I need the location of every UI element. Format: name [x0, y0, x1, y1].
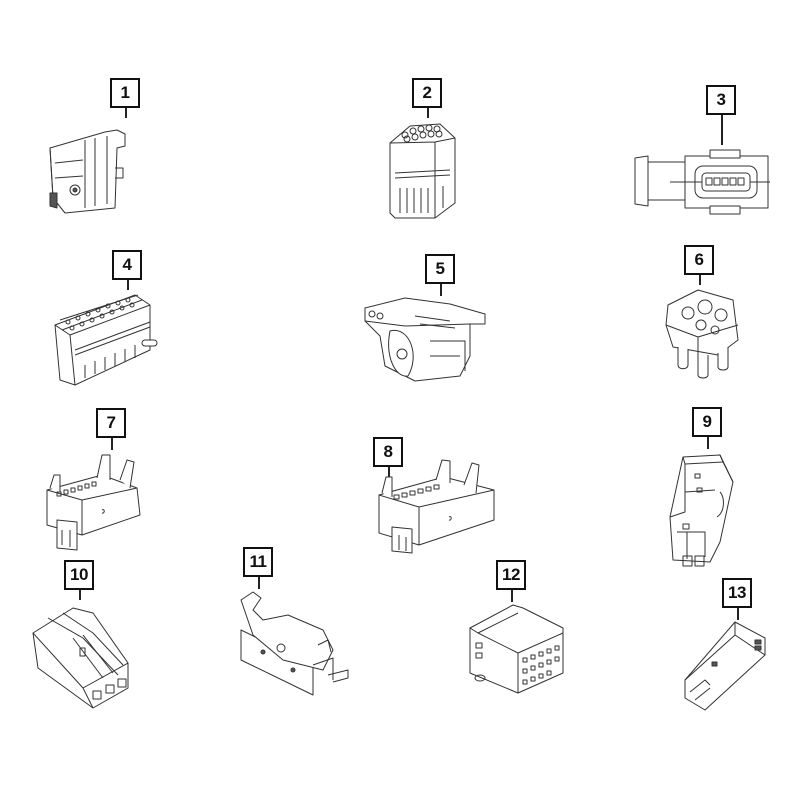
connector-cover-shield-drawing	[240, 591, 349, 696]
connector-dual-latch-alt-drawing	[378, 459, 495, 554]
leader-line-13	[737, 608, 739, 620]
connector-12-cavity-drawing	[389, 123, 456, 219]
connector-slim-terminal-housing-drawing	[684, 621, 766, 711]
callout-5: 5	[425, 254, 455, 284]
leader-line-9	[707, 437, 709, 449]
callout-7: 7	[96, 408, 126, 438]
callout-12: 12	[496, 560, 526, 590]
leader-line-12	[511, 590, 513, 602]
leader-line-1	[125, 108, 127, 118]
leader-line-2	[427, 108, 429, 118]
connector-2-row-multi-cavity-drawing	[54, 294, 158, 386]
leader-line-11	[258, 577, 260, 589]
connector-3-cavity-housing-drawing	[32, 607, 129, 709]
connector-block-multi-pin-drawing	[469, 604, 564, 694]
connector-dual-latch-drawing	[46, 454, 141, 551]
callout-1: 1	[110, 78, 140, 108]
leader-line-5	[440, 284, 442, 296]
callout-13: 13	[722, 578, 752, 608]
connector-2-pin-inline-drawing	[669, 454, 734, 567]
callout-9: 9	[692, 407, 722, 437]
leader-line-8	[388, 467, 390, 477]
leader-line-6	[699, 275, 701, 285]
connector-6-pin-sealed-drawing	[634, 149, 770, 215]
leader-line-4	[127, 280, 129, 290]
connector-housing-latch-drawing	[49, 129, 126, 214]
callout-3: 3	[706, 85, 736, 115]
callout-11: 11	[243, 547, 273, 577]
callout-10: 10	[64, 560, 94, 590]
callout-8: 8	[373, 437, 403, 467]
connector-round-cavity-block-drawing	[665, 289, 739, 379]
leader-line-10	[79, 590, 81, 600]
callout-4: 4	[112, 250, 142, 280]
callout-2: 2	[412, 78, 442, 108]
leader-line-7	[111, 438, 113, 450]
leader-line-3	[721, 115, 723, 145]
connector-lever-lock-drawing	[364, 297, 486, 382]
callout-6: 6	[684, 245, 714, 275]
